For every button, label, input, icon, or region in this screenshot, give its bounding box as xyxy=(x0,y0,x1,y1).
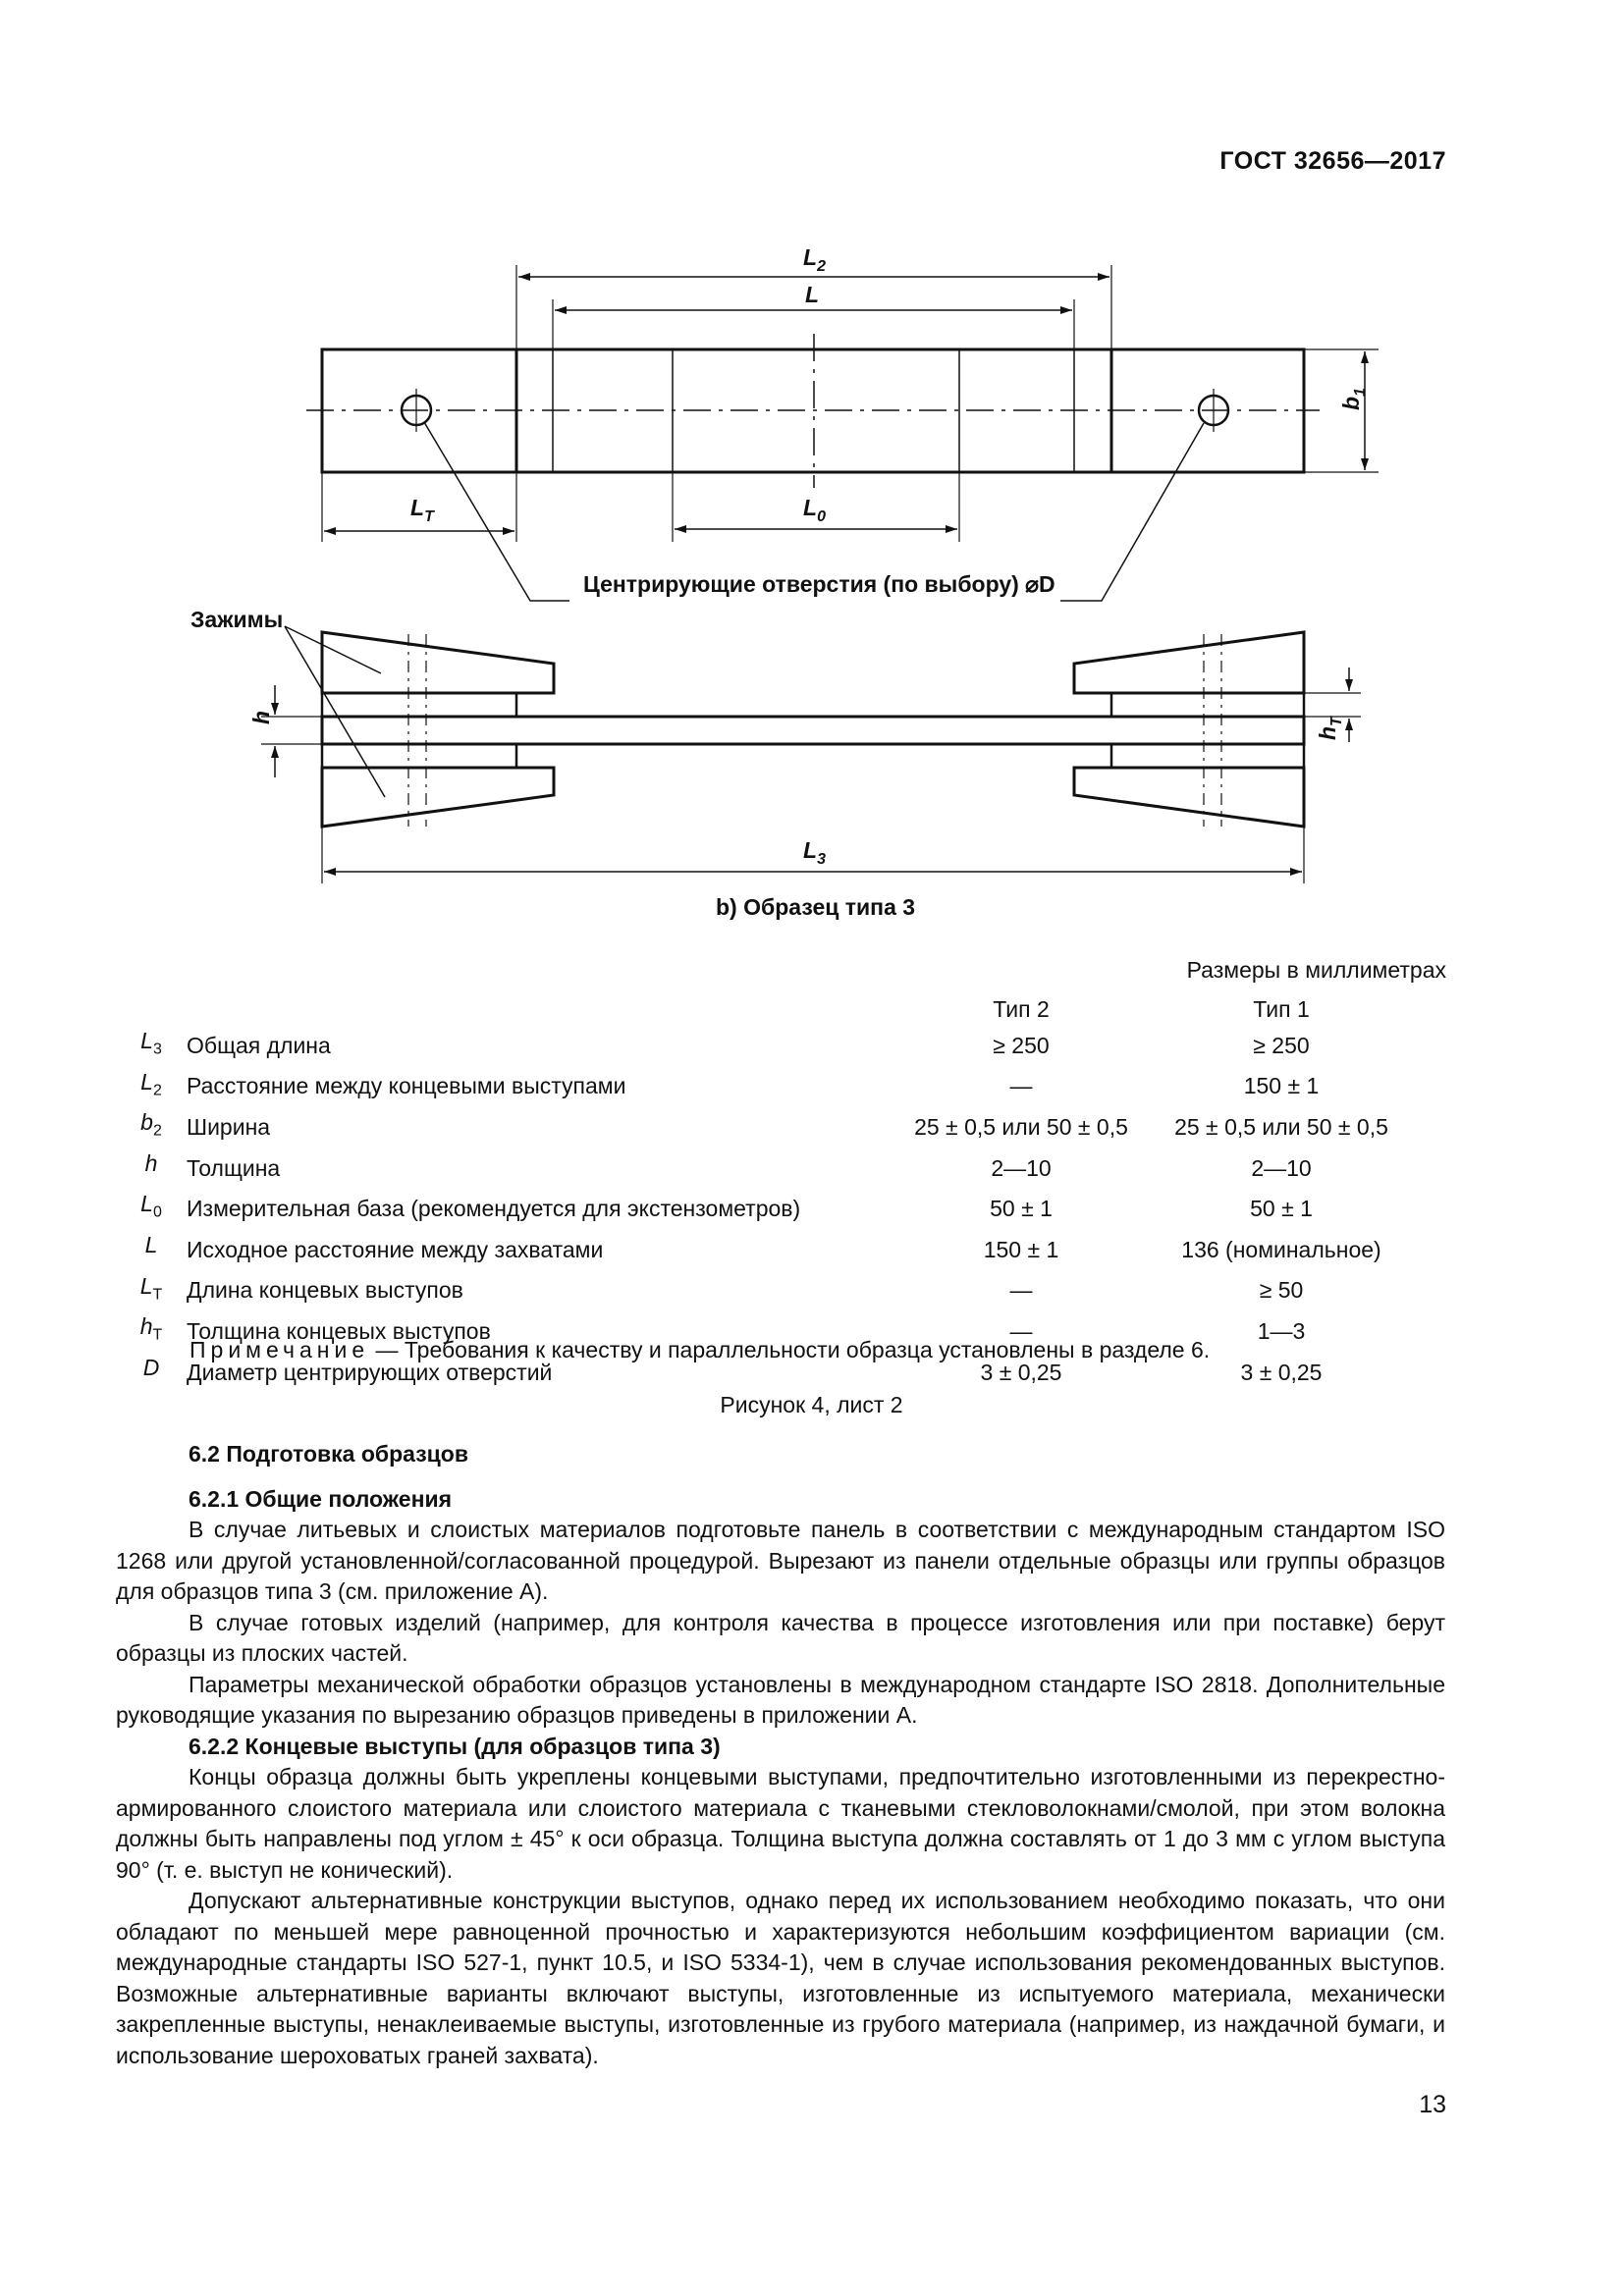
description-cell: Общая длина xyxy=(187,1032,331,1058)
type1-value: ≥ 50 xyxy=(1259,1277,1304,1304)
symbol-cell: L2 xyxy=(140,1068,162,1099)
type1-value: 50 ± 1 xyxy=(1250,1196,1313,1222)
units-note: Размеры в миллиметрах xyxy=(1186,957,1446,983)
section-6-2: 6.2 Подготовка образцов 6.2.1 Общие поло… xyxy=(116,1439,1445,2071)
type2-value: — xyxy=(1009,1317,1033,1344)
symbol-cell: hT xyxy=(139,1313,163,1344)
symbol-cell: D xyxy=(142,1354,160,1380)
table-row: L3 Общая длина ≥ 250 ≥ 250 xyxy=(116,1025,1414,1066)
document-header: ГОСТ 32656—2017 xyxy=(1219,147,1446,175)
heading-6-2: 6.2 Подготовка образцов xyxy=(189,1441,468,1467)
table-row: L0 Измерительная база (рекомендуется для … xyxy=(116,1188,1414,1229)
table-row: D Диаметр центрирующих отверстий 3 ± 0,25 3… xyxy=(116,1352,1414,1393)
symbol-cell: LT xyxy=(139,1272,163,1304)
paragraph: Концы образца должны быть укреплены конц… xyxy=(116,1764,1445,1883)
description-cell: Толщина xyxy=(187,1154,281,1181)
col-type1: Тип 1 xyxy=(1253,996,1310,1022)
paragraph: Допускают альтернативные конструкции выс… xyxy=(116,1888,1445,2068)
description-cell: Измерительная база (рекомендуется для эк… xyxy=(187,1196,801,1222)
clamp-bottom-right xyxy=(1072,766,1306,828)
description-cell: Расстояние между концевыми выступами xyxy=(187,1073,626,1099)
table-header-row: Тип 2 Тип 1 xyxy=(116,993,1414,1025)
table-row: h Толщина 2—10 2—10 xyxy=(116,1148,1414,1189)
type1-value: ≥ 250 xyxy=(1253,1032,1310,1058)
table-row: LT Длина концевых выступов — ≥ 50 xyxy=(116,1270,1414,1311)
type2-value: 50 ± 1 xyxy=(990,1196,1053,1222)
paragraph: Параметры механической обработки образцо… xyxy=(116,1671,1445,1729)
table-row: hT Толщина концевых выступов — 1—3 xyxy=(116,1310,1414,1352)
page-number: 13 xyxy=(1419,2091,1446,2118)
label-L3: L3 xyxy=(803,837,826,868)
note: Примечание — Требования к качеству и пар… xyxy=(189,1337,1210,1363)
specimen-side xyxy=(320,715,1306,746)
leader-holes-left xyxy=(423,421,569,602)
symbol-cell: L3 xyxy=(140,1028,162,1058)
heading-6-2-2: 6.2.2 Концевые выступы (для образцов тип… xyxy=(189,1733,721,1759)
description-cell: Толщина концевых выступов xyxy=(187,1317,491,1344)
label-LT: LT xyxy=(410,495,435,525)
type1-value: 150 ± 1 xyxy=(1243,1073,1320,1099)
description-cell: Длина концевых выступов xyxy=(187,1277,463,1304)
figure-subcaption: b) Образец типа 3 xyxy=(716,894,915,920)
type2-value: 25 ± 0,5 или 50 ± 0,5 xyxy=(914,1113,1128,1140)
label-L0: L0 xyxy=(803,495,826,525)
description-cell: Ширина xyxy=(187,1113,271,1140)
type1-value: 3 ± 0,25 xyxy=(1240,1359,1323,1385)
paragraph: В случае готовых изделий (например, для … xyxy=(116,1609,1445,1667)
clamp-top-right xyxy=(1072,630,1306,695)
type1-value: 1—3 xyxy=(1257,1317,1306,1344)
type2-value: — xyxy=(1009,1277,1033,1304)
symbol-cell: b2 xyxy=(140,1109,162,1140)
note-label: Примечание xyxy=(189,1337,370,1362)
label-b1: b1 xyxy=(1338,388,1369,410)
type2-value: 3 ± 0,25 xyxy=(980,1359,1062,1385)
label-clamps: Зажимы xyxy=(190,607,283,632)
type1-value: 2—10 xyxy=(1251,1154,1312,1181)
table-row: L2 Расстояние между концевыми выступами — 1… xyxy=(116,1066,1414,1107)
label-hT: hT xyxy=(1315,716,1345,740)
type2-value: — xyxy=(1009,1073,1033,1099)
type2-value: 150 ± 1 xyxy=(983,1236,1059,1262)
note-text: — Требования к качеству и параллельности… xyxy=(369,1337,1211,1362)
leader-holes-right xyxy=(1060,422,1205,602)
label-L2: L2 xyxy=(803,244,826,275)
specimen-drawing: L2 L b1 LT L0 Центрирующие отверстия (по… xyxy=(190,244,1379,920)
type2-value: ≥ 250 xyxy=(993,1032,1050,1058)
clamp-top-left xyxy=(320,630,556,695)
figure-caption: Рисунок 4, лист 2 xyxy=(720,1392,903,1417)
table-row: L Исходное расстояние между захватами 150 … xyxy=(116,1229,1414,1270)
symbol-cell: L xyxy=(144,1231,158,1257)
description-cell: Диаметр центрирующих отверстий xyxy=(187,1359,553,1385)
table-row: b2 Ширина 25 ± 0,5 или 50 ± 0,5 25 ± 0,5 ил… xyxy=(116,1106,1414,1148)
col-type2: Тип 2 xyxy=(993,996,1050,1022)
heading-6-2-1: 6.2.1 Общие положения xyxy=(189,1485,453,1512)
description-cell: Исходное расстояние между захватами xyxy=(187,1236,604,1262)
symbol-cell: h xyxy=(144,1149,158,1176)
type2-value: 2—10 xyxy=(991,1154,1052,1181)
type1-value: 25 ± 0,5 или 50 ± 0,5 xyxy=(1174,1113,1388,1140)
paragraph: В случае литьевых и слоистых материалов … xyxy=(116,1517,1445,1604)
label-h: h xyxy=(248,711,274,724)
label-L: L xyxy=(805,282,819,307)
label-centering-holes: Центрирующие отверстия (по выбору) ⌀D xyxy=(583,571,1055,597)
type1-value: 136 (номинальное) xyxy=(1181,1236,1381,1262)
clamp-bottom-left xyxy=(320,766,556,828)
symbol-cell: L0 xyxy=(140,1191,162,1221)
